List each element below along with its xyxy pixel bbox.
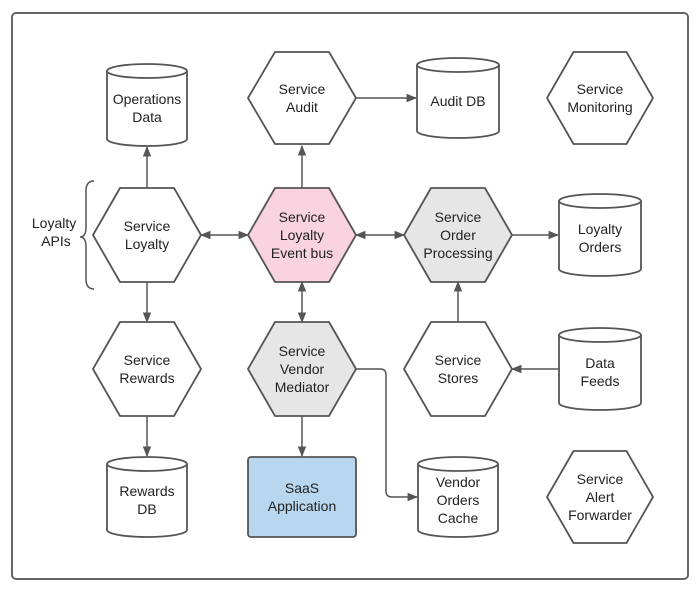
- rewards-db-rim: [106, 463, 188, 472]
- loyalty-apis-label: Loyalty APIs: [32, 215, 80, 249]
- edge-vendor-mediator-to-vendor-cache: [356, 368, 419, 502]
- service-alert-forwarder-shape: [546, 450, 654, 544]
- vendor-orders-cache-shape: [417, 456, 499, 538]
- loyalty-orders-rim: [558, 200, 642, 209]
- service-stores-shape: [403, 321, 513, 417]
- service-rewards-shape: [92, 321, 202, 417]
- service-audit-shape: [247, 51, 357, 145]
- audit-db: Audit DB: [416, 57, 500, 139]
- loyalty-orders-shape: [558, 193, 642, 277]
- service-loyalty-shape: [92, 187, 202, 283]
- data-feeds-rim: [558, 334, 642, 343]
- audit-db-shape: [416, 57, 500, 139]
- audit-db-label: Audit DB: [430, 93, 485, 109]
- loyalty-apis-brace: [79, 180, 95, 290]
- diagram-frame: [11, 12, 689, 580]
- vendor-orders-cache-rim: [417, 463, 499, 472]
- rewards-db-shape: [106, 456, 188, 538]
- service-loyalty-event-bus-shape: [247, 187, 357, 283]
- connectors: [142, 93, 560, 502]
- operations-data-rim: [106, 70, 188, 79]
- service-monitoring-shape: [546, 51, 654, 145]
- data-feeds-shape: [558, 327, 642, 411]
- audit-db-rim: [416, 64, 500, 73]
- service-vendor-mediator-shape: [247, 321, 357, 417]
- service-order-processing-shape: [403, 187, 513, 283]
- saas-application-shape: [247, 456, 357, 538]
- operations-data-shape: [106, 63, 188, 147]
